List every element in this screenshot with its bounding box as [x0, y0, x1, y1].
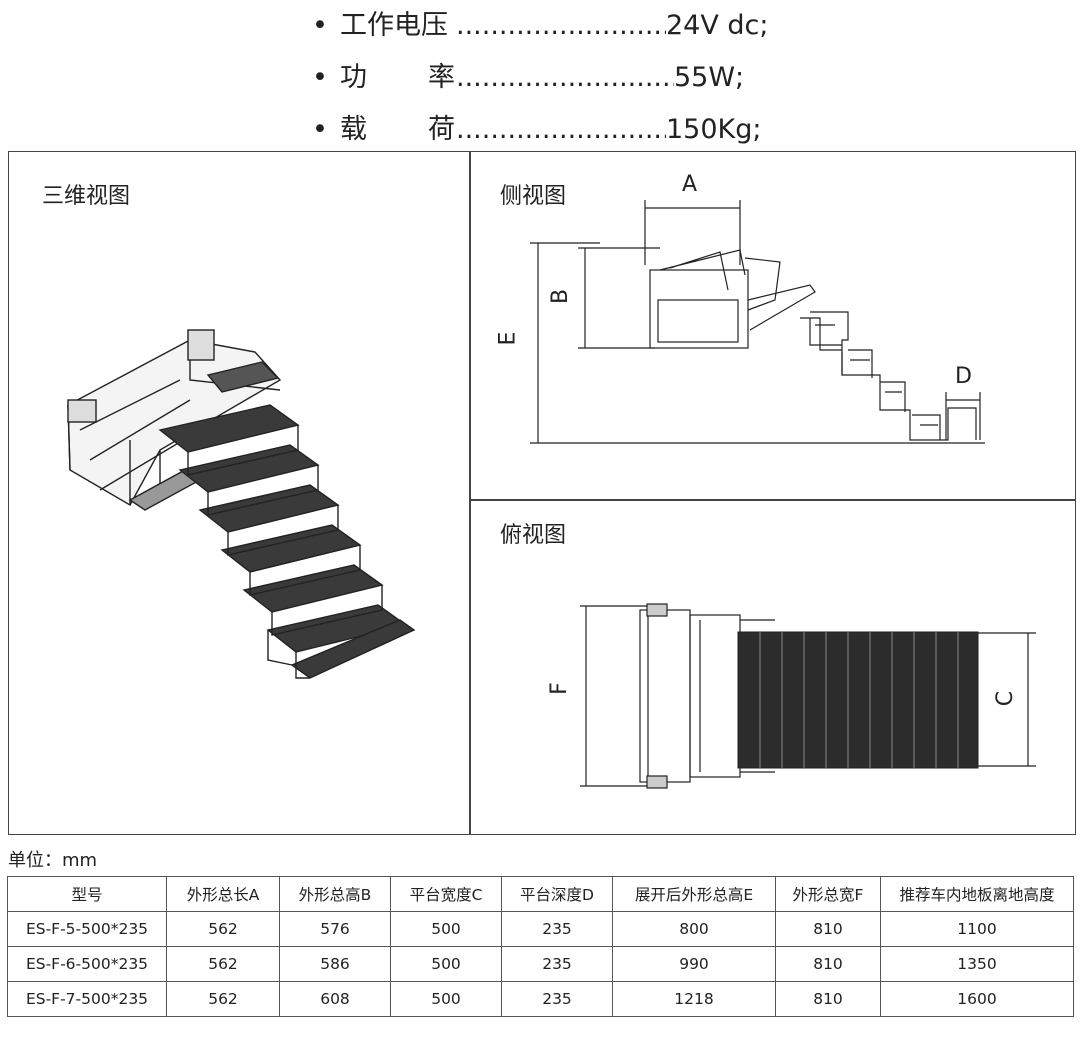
table-header-cell: 展开后外形总高E	[612, 876, 776, 912]
table-cell: 990	[612, 946, 776, 982]
table-header-cell: 型号	[7, 876, 167, 912]
spec-voltage: • 工作电压 .................................…	[312, 6, 832, 58]
spec-label-2: 荷	[428, 114, 455, 145]
table-cell: ES-F-6-500*235	[7, 946, 167, 982]
table-cell: 562	[166, 981, 280, 1017]
leader-dots: ........................................…	[456, 114, 666, 145]
bullet-icon: •	[312, 62, 328, 93]
table-cell: ES-F-5-500*235	[7, 911, 167, 947]
table-cell: 500	[390, 911, 502, 947]
table-cell: 235	[501, 911, 613, 947]
table-cell: 810	[775, 911, 881, 947]
table-header-cell: 外形总宽F	[775, 876, 881, 912]
spec-list: • 工作电压 .................................…	[312, 6, 832, 162]
table-cell: 562	[166, 911, 280, 947]
table-cell: 235	[501, 981, 613, 1017]
spec-label-2: 率	[428, 62, 455, 93]
panel-divider-horizontal	[470, 499, 1076, 501]
side-view-title: 侧视图	[500, 184, 567, 209]
dim-label-d: D	[955, 364, 972, 389]
top-view-title: 俯视图	[500, 523, 567, 548]
table-cell: 500	[390, 946, 502, 982]
table-cell: 1350	[880, 946, 1074, 982]
table-header-cell: 外形总长A	[166, 876, 280, 912]
table-cell: 1218	[612, 981, 776, 1017]
dim-label-e: E	[495, 331, 521, 346]
table-cell: 608	[279, 981, 391, 1017]
table-cell: 576	[279, 911, 391, 947]
dim-label-f: F	[546, 682, 572, 695]
table-row: ES-F-6-500*235 562 586 500 235 990 810 1…	[7, 946, 1074, 982]
spec-label: 功	[340, 62, 367, 93]
table-cell: 500	[390, 981, 502, 1017]
bullet-icon: •	[312, 114, 328, 145]
table-cell: 1100	[880, 911, 1074, 947]
table-header-cell: 推荐车内地板离地高度	[880, 876, 1074, 912]
table-cell: 800	[612, 911, 776, 947]
table-header-cell: 平台宽度C	[390, 876, 502, 912]
table-cell: ES-F-7-500*235	[7, 981, 167, 1017]
table-cell: 810	[775, 946, 881, 982]
spec-value: 24V dc;	[666, 10, 769, 41]
table-cell: 586	[279, 946, 391, 982]
table-cell: 810	[775, 981, 881, 1017]
leader-dots: ........................................…	[456, 10, 666, 41]
dim-label-c: C	[993, 690, 1019, 707]
table-header-row: 型号 外形总长A 外形总高B 平台宽度C 平台深度D 展开后外形总高E 外形总宽…	[7, 876, 1074, 912]
table-row: ES-F-5-500*235 562 576 500 235 800 810 1…	[7, 911, 1074, 947]
dim-label-a: A	[682, 172, 698, 197]
bullet-icon: •	[312, 10, 328, 41]
table-cell: 1600	[880, 981, 1074, 1017]
spec-label: 载	[340, 114, 367, 145]
drawing-frame	[8, 151, 1076, 835]
table-cell: 562	[166, 946, 280, 982]
spec-value: 55W;	[674, 62, 745, 93]
spec-table: 型号 外形总长A 外形总高B 平台宽度C 平台深度D 展开后外形总高E 外形总宽…	[7, 876, 1074, 1017]
dim-label-b: B	[548, 288, 574, 305]
leader-dots: ........................................…	[456, 62, 674, 93]
table-row: ES-F-7-500*235 562 608 500 235 1218 810 …	[7, 981, 1074, 1017]
spec-load: • 载 荷 ..................................…	[312, 110, 832, 162]
table-header-cell: 平台深度D	[501, 876, 613, 912]
panel-divider-vertical	[469, 151, 471, 835]
table-header-cell: 外形总高B	[279, 876, 391, 912]
spec-label: 工作电压	[340, 10, 448, 41]
spec-power: • 功 率 ..................................…	[312, 58, 832, 110]
unit-label: 单位：mm	[8, 850, 98, 871]
spec-value: 150Kg;	[666, 114, 762, 145]
iso-view-title: 三维视图	[42, 184, 131, 209]
table-cell: 235	[501, 946, 613, 982]
